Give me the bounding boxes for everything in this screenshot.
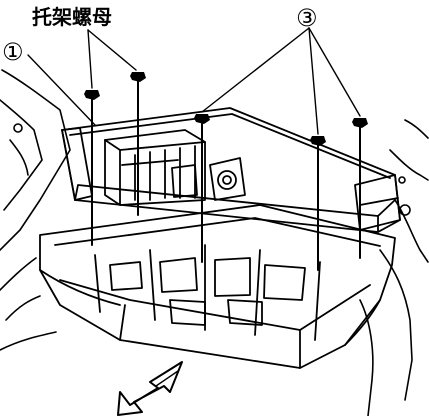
floor-tray [39, 204, 396, 369]
leader-label-to-nut-left-front [87, 29, 137, 71]
leader-3-to-nut-right [308, 27, 361, 117]
vehicle-body-outline [0, 69, 429, 416]
leader-label-to-nut-left-rear [87, 29, 93, 89]
nut-center [194, 114, 210, 124]
leader-3-to-nut-center [201, 27, 310, 113]
nut-right-center [310, 136, 326, 146]
leader-3-to-nut-right-center [308, 27, 319, 135]
leader-lines [27, 27, 361, 135]
module-bracket [61, 107, 401, 233]
nut-left-rear [84, 90, 100, 100]
callout-number-1: ① [2, 38, 24, 66]
callout-label-bracket-nut: 托架螺母 [32, 5, 112, 29]
callout-number-3: ③ [296, 4, 318, 32]
mounting-studs [91, 79, 361, 271]
nut-right [352, 118, 368, 128]
front-direction-arrow [117, 361, 183, 416]
bracket-nuts [84, 72, 368, 146]
leader-1-to-bracket [27, 54, 96, 126]
nut-left-front [130, 72, 146, 82]
